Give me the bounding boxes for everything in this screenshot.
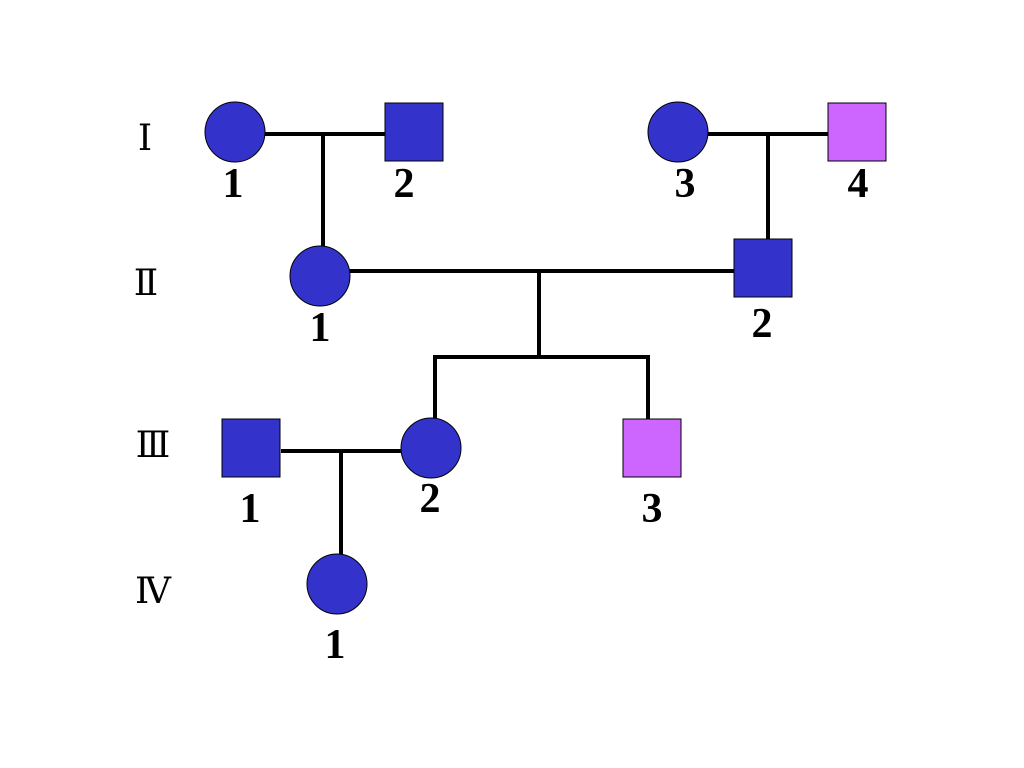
individual-III-2-label: 2 xyxy=(420,476,441,522)
individual-I-3-label: 3 xyxy=(675,161,696,207)
generation-label-2: Ⅱ xyxy=(134,263,158,303)
individual-I-1-symbol xyxy=(204,101,266,163)
individual-II-2-label: 2 xyxy=(752,301,773,347)
generation-label-4: Ⅳ xyxy=(135,571,172,611)
individual-II-1-symbol xyxy=(289,245,351,307)
individual-II-2-symbol xyxy=(733,238,793,298)
individual-III-2-symbol xyxy=(400,417,462,479)
individual-I-4-label: 4 xyxy=(848,161,869,207)
individual-III-1-symbol xyxy=(221,418,281,478)
individual-I-4-symbol xyxy=(827,102,887,162)
individual-I-1-label: 1 xyxy=(223,161,244,207)
individual-III-1-label: 1 xyxy=(240,486,261,532)
individual-IV-1-symbol xyxy=(306,553,368,615)
individual-I-2-symbol xyxy=(384,102,444,162)
generation-label-1: Ⅰ xyxy=(138,118,152,158)
individual-II-1-label: 1 xyxy=(310,305,331,351)
pedigree-lines xyxy=(264,132,829,562)
individual-I-3-symbol xyxy=(647,101,709,163)
individual-III-3-symbol xyxy=(622,418,682,478)
generation-label-3: Ⅲ xyxy=(136,425,171,465)
individual-IV-1-label: 1 xyxy=(325,622,346,668)
individual-III-3-label: 3 xyxy=(642,486,663,532)
individual-I-2-label: 2 xyxy=(394,161,415,207)
